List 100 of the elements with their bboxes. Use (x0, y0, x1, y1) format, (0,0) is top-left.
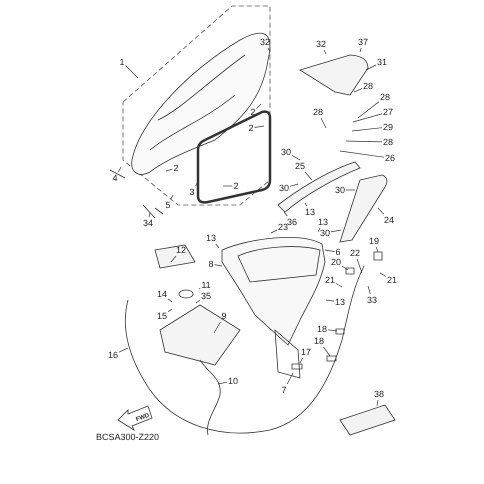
leader-line (324, 50, 326, 54)
callout-number: 5 (166, 200, 170, 210)
leader-line (214, 264, 222, 266)
callout-number: 29 (383, 122, 393, 132)
leader-line (328, 329, 338, 332)
leader-line (330, 230, 342, 232)
callout-number: 13 (206, 233, 216, 243)
callout-number: 13 (305, 207, 315, 217)
leader-line (118, 348, 128, 353)
leader-line (268, 48, 270, 52)
callout-number: 11 (201, 280, 211, 290)
leader-line (346, 140, 382, 142)
leader-line (215, 244, 220, 248)
callout-number: 24 (384, 215, 394, 225)
leader-line (376, 246, 378, 252)
callout-number: 21 (325, 275, 335, 285)
leader-line (300, 358, 304, 364)
leader-line (326, 300, 334, 302)
leader-line (323, 346, 330, 356)
leader-line (318, 228, 320, 232)
callout-number: 2 (234, 181, 238, 191)
leader-line (320, 118, 326, 128)
callout-number: 32 (316, 39, 326, 49)
leader-line (368, 286, 371, 294)
leader-line (352, 113, 382, 122)
callout-number: 28 (383, 137, 393, 147)
callout-number: 28 (380, 92, 390, 102)
leader-line (290, 184, 298, 187)
leader-line (336, 283, 342, 288)
leader-line (360, 48, 362, 52)
callout-number: 30 (279, 183, 289, 193)
leader-line (254, 126, 264, 128)
callout-number: 31 (377, 57, 387, 67)
callout-number: 13 (335, 297, 345, 307)
callout-number: 22 (350, 248, 360, 258)
leader-line (286, 372, 294, 384)
leader-line (284, 212, 288, 216)
figure-code: BCSA300-Z220 (96, 432, 160, 442)
callout-number: 1 (120, 57, 124, 67)
callout-number: 36 (287, 217, 297, 227)
leader-line (214, 322, 221, 334)
leader-line (270, 230, 278, 234)
leader-line (292, 155, 300, 160)
leader-line (118, 166, 122, 172)
callout-number: 12 (176, 245, 186, 255)
leader-line (148, 212, 150, 218)
callout-number: 30 (320, 228, 330, 238)
callout-number: 7 (282, 385, 286, 395)
leader-line (356, 258, 362, 274)
callout-number: 30 (335, 185, 345, 195)
leader-line (324, 250, 335, 252)
leader-line (196, 300, 200, 304)
leader-line (304, 202, 308, 206)
callout-number: 9 (222, 311, 226, 321)
callout-number: 20 (331, 257, 341, 267)
callout-number: 2 (248, 123, 254, 133)
leader-line (168, 298, 172, 302)
callout-number: 17 (301, 347, 311, 357)
leader-line (366, 64, 376, 70)
callout-number: 25 (295, 161, 305, 171)
leader-line (166, 168, 173, 172)
callout-number: 30 (281, 147, 291, 157)
callout-number: 26 (385, 153, 395, 163)
leader-line (340, 150, 384, 158)
leader-line (352, 127, 382, 132)
leader-line (342, 266, 348, 270)
leader-line (170, 194, 174, 200)
leader-line (304, 172, 312, 180)
callout-number: 21 (387, 275, 397, 285)
callout-number: 15 (157, 311, 167, 321)
leader-line (168, 308, 172, 312)
callout-number: 14 (157, 289, 167, 299)
callout-number: 18 (317, 324, 327, 334)
callout-number: 4 (112, 173, 118, 183)
callout-number: 6 (336, 247, 340, 257)
callout-number: 8 (208, 259, 214, 269)
callout-number: 18 (314, 336, 324, 346)
leader-line (380, 272, 386, 277)
callout-number: 23 (278, 222, 288, 232)
callout-number: 37 (358, 37, 368, 47)
leader-line (376, 400, 378, 406)
callout-number: 32 (260, 37, 270, 47)
leader-line (358, 101, 380, 118)
callout-number: 2 (250, 107, 256, 117)
leader-line (195, 180, 200, 186)
leader-line (256, 104, 262, 109)
callout-number: 19 (369, 236, 379, 246)
callout-number: 38 (374, 389, 384, 399)
leader-line (170, 256, 176, 262)
callout-number: 33 (367, 295, 377, 305)
callout-number: 2 (174, 163, 178, 173)
callout-number: 28 (313, 107, 323, 117)
callout-number: 35 (201, 291, 211, 301)
callout-number: 28 (363, 81, 373, 91)
callout-number: 16 (108, 350, 118, 360)
callout-number: 27 (383, 107, 393, 117)
leader-line (125, 65, 138, 78)
callout-number: 10 (228, 376, 238, 386)
callout-number: 34 (143, 218, 153, 228)
callout-number: 13 (318, 217, 328, 227)
